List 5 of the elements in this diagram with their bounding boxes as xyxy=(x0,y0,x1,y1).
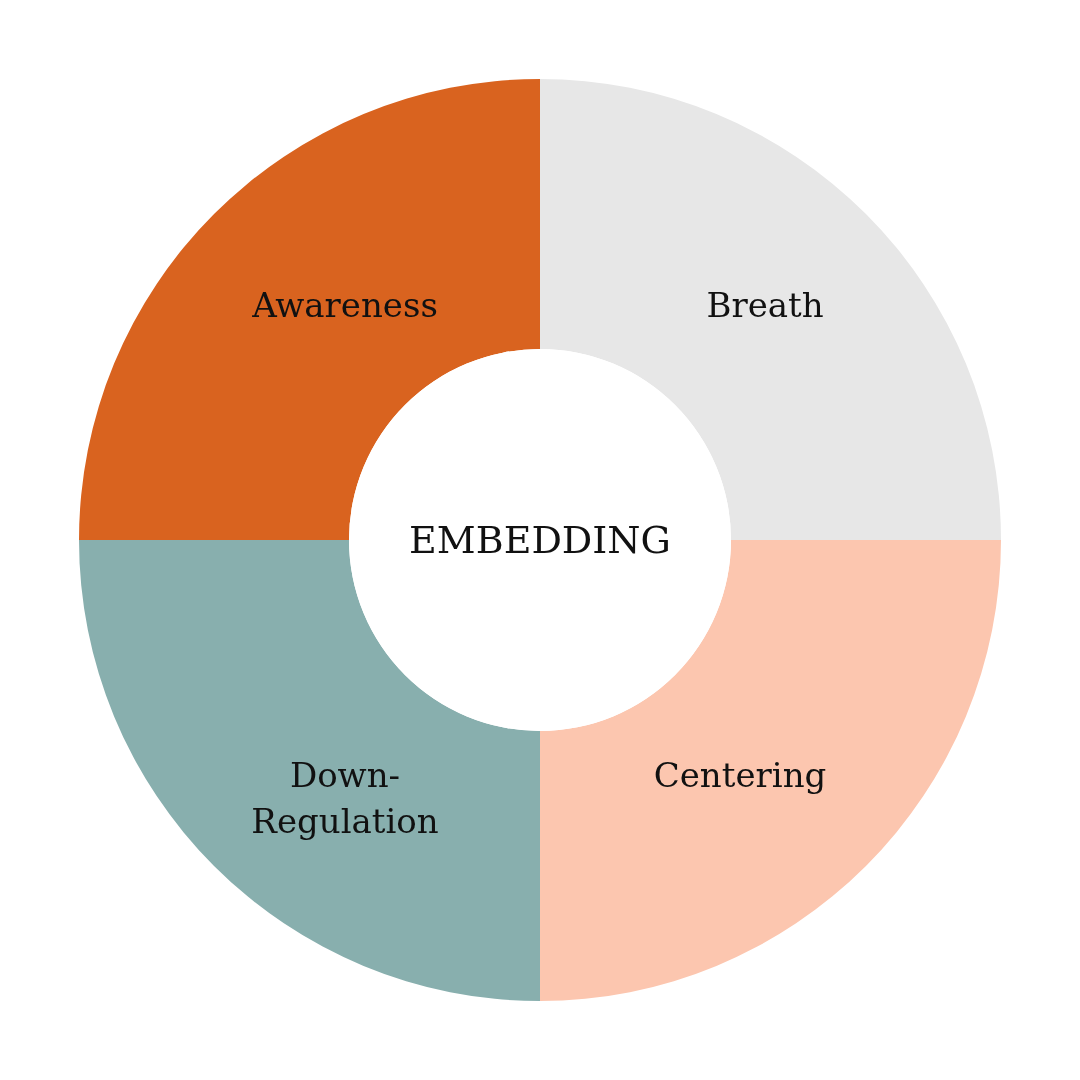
segment-label: Down-Regulation xyxy=(250,754,440,843)
segment-label: Awareness xyxy=(252,284,438,327)
center-label: EMBEDDING xyxy=(409,518,671,562)
segment-label: Breath xyxy=(706,284,824,327)
segment-label: Centering xyxy=(653,754,827,797)
